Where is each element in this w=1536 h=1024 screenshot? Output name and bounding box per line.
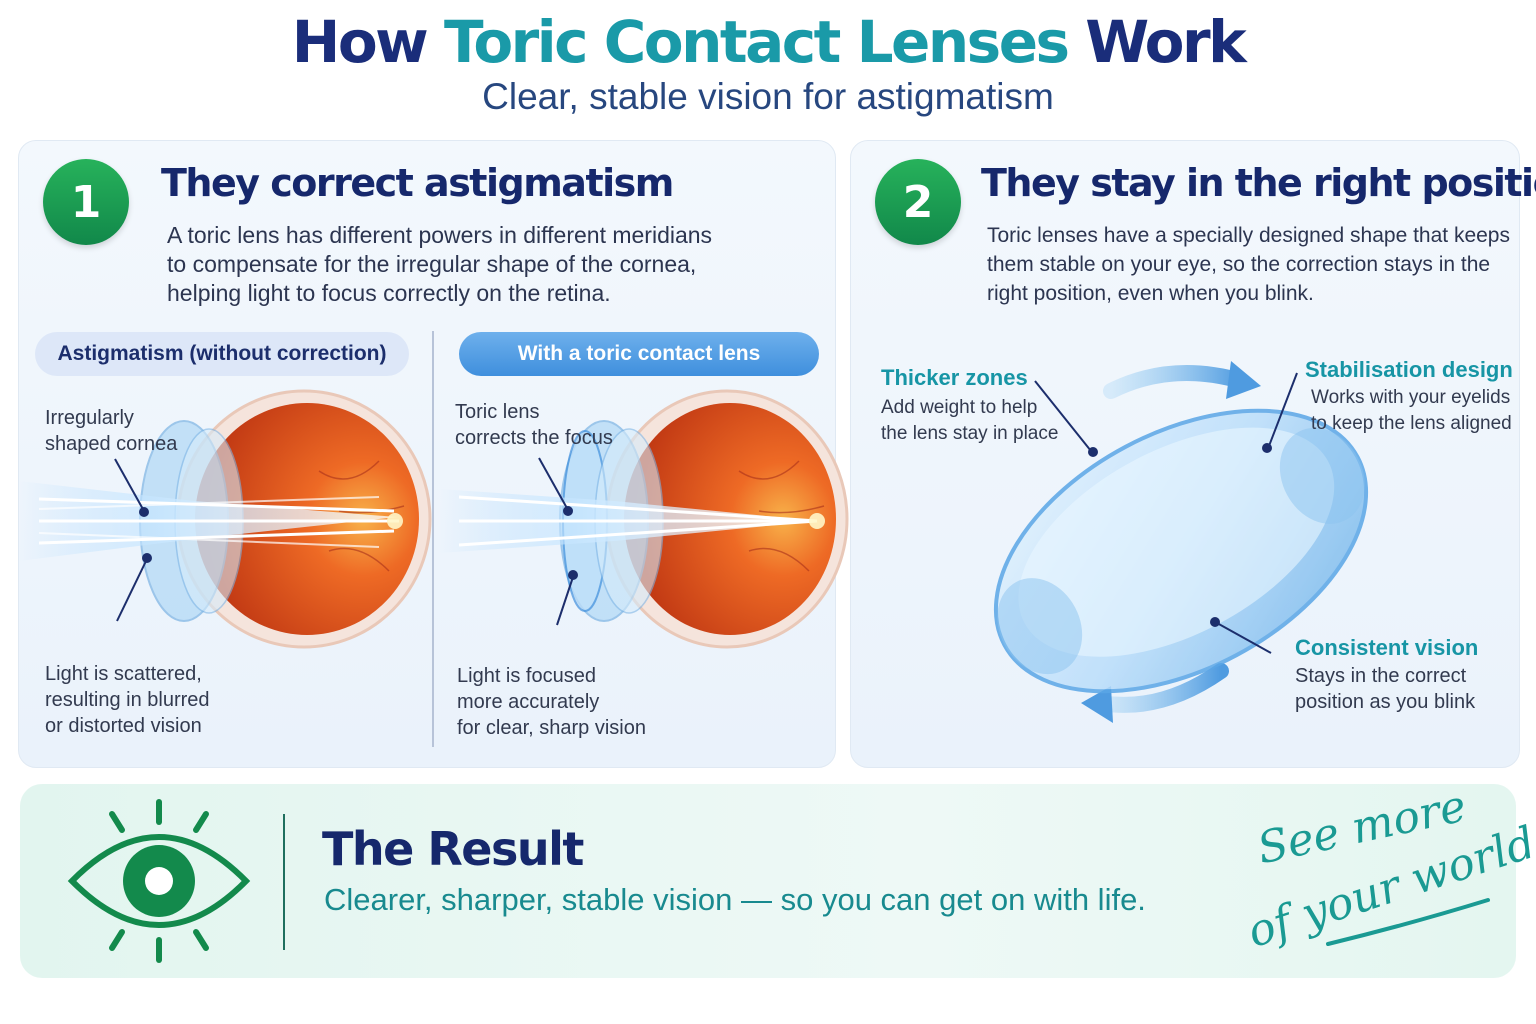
label-line: to keep the lens aligned (1311, 413, 1512, 434)
label-without-correction: Astigmatism (without correction) (35, 332, 409, 376)
title-part2: Work (1067, 8, 1246, 76)
label-with-toric-lens: With a toric contact lens (459, 332, 819, 376)
label-line: more accurately (457, 691, 600, 713)
step-number-badge: 1 (43, 159, 129, 245)
panel-description: A toric lens has different powers in dif… (167, 221, 712, 308)
description-line: A toric lens has different powers in dif… (167, 222, 713, 248)
label-line: position as you blink (1295, 691, 1476, 713)
description-line: Toric lenses have a specially designed s… (987, 224, 1510, 247)
stabilisation-design-text: Works with your eyelids to keep the lens… (1311, 385, 1512, 437)
label-line: or distorted vision (45, 715, 202, 737)
label-line: Light is scattered, (45, 663, 202, 685)
panel-stay-in-position: 2 They stay in the right position Toric … (850, 140, 1536, 768)
comparison-divider (432, 331, 434, 747)
label-light-scattered: Light is scattered, resulting in blurred… (45, 661, 210, 739)
result-title: The Result (322, 822, 584, 876)
label-line: the lens stay in place (881, 423, 1059, 444)
label-toric-lens-corrects: Toric lens corrects the focus (455, 399, 613, 451)
result-text: Clearer, sharper, stable vision — so you… (324, 882, 1146, 917)
page-title: How Toric Contact Lenses Work (0, 8, 1536, 76)
result-divider (283, 814, 285, 950)
title-part1: How (291, 8, 444, 76)
label-line: Add weight to help (881, 397, 1038, 418)
panel-description: Toric lenses have a specially designed s… (987, 221, 1510, 308)
label-irregular-cornea: Irregularly shaped cornea (45, 405, 177, 457)
label-line: Stays in the correct (1295, 665, 1467, 687)
description-line: right position, even when you blink. (987, 282, 1314, 305)
panel-title: They stay in the right position (981, 161, 1536, 205)
toric-lens-illustration (993, 361, 1369, 723)
description-line: to compensate for the irregular shape of… (167, 251, 697, 277)
page-subtitle: Clear, stable vision for astigmatism (482, 76, 1054, 117)
thicker-zones-title: Thicker zones (881, 365, 1028, 390)
eye-icon (67, 799, 251, 963)
label-line: resulting in blurred (45, 689, 210, 711)
result-banner: The Result Clearer, sharper, stable visi… (20, 781, 1536, 978)
label-light-focused: Light is focused more accurately for cle… (457, 663, 646, 741)
description-line: them stable on your eye, so the correcti… (987, 253, 1491, 276)
label-line: shaped cornea (45, 433, 178, 455)
label-line: Light is focused (457, 665, 596, 687)
step-number-badge: 2 (875, 159, 961, 245)
label-line: for clear, sharp vision (457, 717, 646, 739)
stabilisation-design-title: Stabilisation design (1305, 357, 1513, 382)
description-line: helping light to focus correctly on the … (167, 280, 611, 306)
eye-without-correction-illustration (19, 389, 432, 649)
label-line: Irregularly (45, 407, 134, 429)
tagline-underline (1326, 898, 1490, 946)
thicker-zones-text: Add weight to help the lens stay in plac… (881, 395, 1058, 447)
label-line: corrects the focus (455, 427, 613, 449)
panel-correct-astigmatism: 1 They correct astigmatism A toric lens … (18, 140, 849, 768)
title-accent: Toric Contact Lenses (443, 8, 1070, 76)
label-line: Works with your eyelids (1311, 387, 1511, 408)
lens-callout-lines (1034, 372, 1298, 654)
consistent-vision-text: Stays in the correct position as you bli… (1295, 663, 1475, 715)
panel-title: They correct astigmatism (161, 161, 674, 205)
label-line: Toric lens (455, 401, 540, 423)
eye-with-toric-lens-illustration (439, 389, 849, 649)
consistent-vision-title: Consistent vision (1295, 635, 1479, 660)
